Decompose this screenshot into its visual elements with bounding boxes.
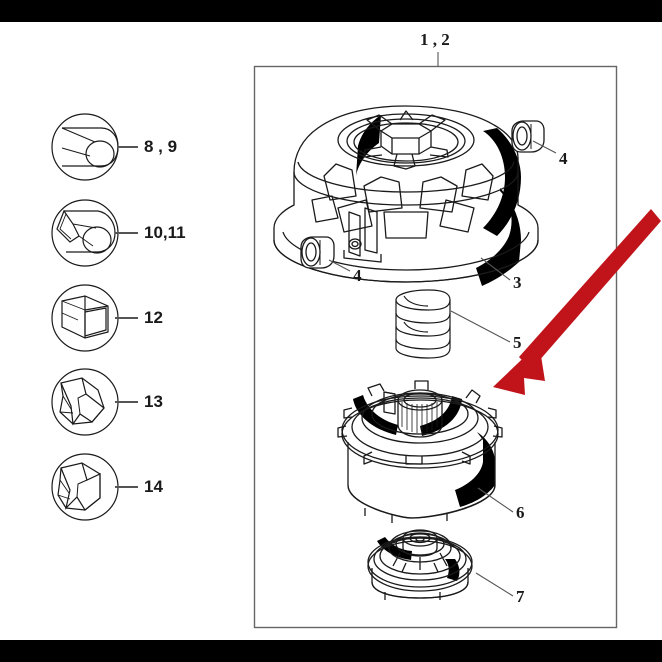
legend-label-8-9: 8 , 9 (144, 137, 178, 156)
legend-label-12: 12 (144, 308, 163, 327)
part-4-eyelet-left (300, 236, 335, 269)
legend-label-14: 14 (144, 477, 163, 496)
letterbox-bar-top (0, 0, 662, 22)
legend-label-10-11: 10,11 (144, 223, 186, 242)
part-3-head-housing (273, 105, 539, 286)
callout-label-4-right: 4 (559, 149, 568, 168)
part-7-tap-button-cap (367, 529, 473, 600)
legend-group (51, 113, 138, 521)
leader-7 (475, 572, 514, 597)
leader-5 (450, 310, 511, 343)
part-4-eyelet-right (511, 120, 545, 153)
part-6-line-spool (337, 380, 503, 523)
red-pointer-arrow (493, 209, 661, 395)
callout-label-7: 7 (516, 587, 525, 606)
callout-label-1-2: 1 , 2 (420, 30, 450, 49)
leader-4-right (532, 140, 557, 154)
callout-label-5: 5 (513, 333, 522, 352)
leader-4-left (328, 259, 351, 272)
callout-label-6: 6 (516, 503, 525, 522)
leader-6 (477, 487, 514, 513)
legend-circle-8-9 (51, 113, 119, 181)
callout-label-4-left: 4 (353, 266, 362, 285)
legend-label-13: 13 (144, 392, 163, 411)
part-5-compression-spring (395, 289, 451, 359)
callout-label-3: 3 (513, 273, 522, 292)
callout-leader-lines (328, 52, 557, 597)
letterbox-bar-bottom (0, 640, 662, 662)
leader-3 (480, 257, 511, 281)
